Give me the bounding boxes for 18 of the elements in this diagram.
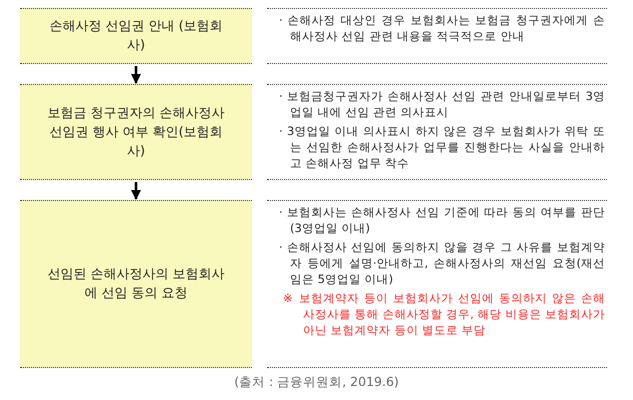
process-box: [20, 84, 252, 180]
step-label: 보험금 청구권자의 손해사정사 선임권 행사 여부 확인(보험회사): [46, 104, 226, 160]
arrow: [131, 66, 141, 84]
description-panel: [267, 8, 607, 64]
description-panel: [267, 200, 607, 368]
bullet-text: · 보험금청구권자가 손해사정사 선임 관련 안내일로부터 3영업일 내에 선임 관련 의사표시: [279, 88, 605, 120]
arrow: [131, 182, 141, 200]
step-label: 선임된 손해사정사의 보험회사에 선임 동의 요청: [46, 266, 226, 303]
description-panel: [267, 84, 607, 180]
bullet-text: · 손해사정 대상인 경우 보험회사는 보험금 청구권자에게 손해사정사 선임 관련 내용을 적극적으로 안내: [279, 12, 605, 44]
bullet-text: · 3영업일 이내 의사표시 하지 않은 경우 보험회사가 위탁 또는 선임한 손해사정사가 업무를 진행한다는 사실을 안내하고 손해사정 업무 착수: [279, 123, 605, 171]
bullet-text: · 손해사정사 선임에 동의하지 않을 경우 그 사유를 보험계약자 등에게 설명·안내하고, 손해사정사의 재선임 요청(재선임은 5영업일 이내): [279, 239, 605, 287]
note-text: ※ 보험계약자 등이 보험회사가 선임에 동의하지 않은 손해사정사를 통해 손해사정할 경우, 해당 비용은 보험회사가 아닌 보험계약자 등이 별도로 부담: [282, 290, 605, 338]
bullet-text: · 보험회사는 손해사정사 선임 기준에 따라 동의 여부를 판단(3영업일 이내): [279, 204, 605, 236]
source-caption: (출처 : 금융위원회, 2019.6): [233, 374, 400, 391]
step-label: 손해사정 선임권 안내 (보험회사): [48, 18, 224, 55]
process-box: [20, 8, 252, 64]
process-box: [20, 200, 252, 368]
